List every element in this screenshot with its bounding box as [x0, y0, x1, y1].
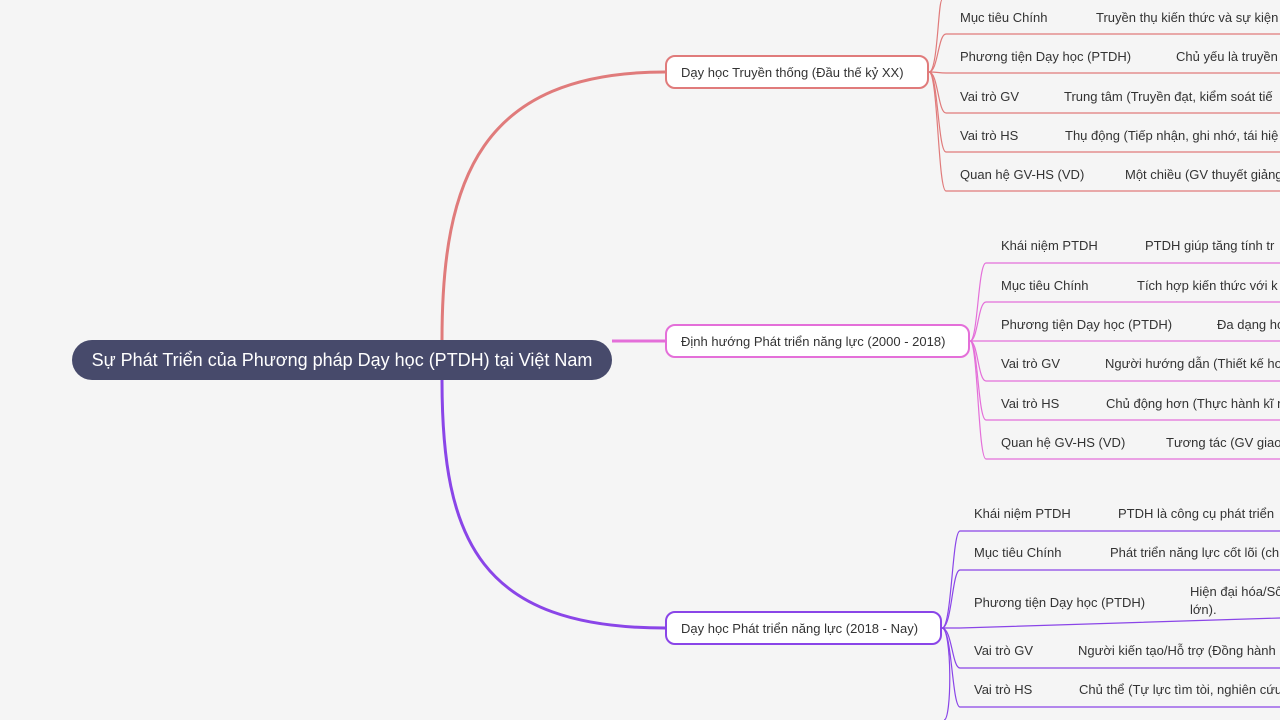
root-topic[interactable]: Sự Phát Triển của Phương pháp Dạy học (P… [72, 340, 612, 380]
branch-label: Dạy học Truyền thống (Đầu thế kỷ XX) [681, 64, 904, 80]
branch-competency-orientation[interactable]: Định hướng Phát triển năng lực (2000 - 2… [665, 324, 970, 358]
branch-label: Định hướng Phát triển năng lực (2000 - 2… [681, 333, 946, 349]
leaf-key[interactable]: Phương tiện Dạy học (PTDH) [1001, 317, 1173, 332]
leaf-value[interactable]: Chủ thể (Tự lực tìm tòi, nghiên cứu [1079, 682, 1280, 697]
leaf-key[interactable]: Quan hệ GV-HS (VD) [1001, 435, 1126, 450]
leaf-value[interactable]: PTDH là công cụ phát triển [1118, 506, 1275, 521]
leaf-value[interactable]: Người hướng dẫn (Thiết kế ho [1105, 356, 1280, 371]
branch-traditional-teaching[interactable]: Dạy học Truyền thống (Đầu thế kỷ XX) [665, 55, 929, 89]
leaf-key[interactable]: Vai trò GV [1001, 356, 1061, 371]
leaf-key[interactable]: Vai trò HS [1001, 396, 1060, 411]
branch-label: Dạy học Phát triển năng lực (2018 - Nay) [681, 620, 919, 636]
leaf-value[interactable]: Chủ động hơn (Thực hành kĩ n [1106, 396, 1280, 411]
branch-competency-development[interactable]: Dạy học Phát triển năng lực (2018 - Nay) [665, 611, 942, 645]
root-title: Sự Phát Triển của Phương pháp Dạy học (P… [91, 349, 593, 370]
leaf-key[interactable]: Vai trò HS [960, 128, 1019, 143]
leaf-value[interactable]: Tích hợp kiến thức với k [1137, 278, 1278, 293]
connector-root-branch3 [440, 379, 666, 630]
leaf-value[interactable]: Một chiều (GV thuyết giảng [1125, 167, 1280, 182]
connector-root-branch1 [440, 70, 666, 341]
leaf-key[interactable]: Phương tiện Dạy học (PTDH) [960, 49, 1132, 64]
leaf-value[interactable]: Trung tâm (Truyền đạt, kiểm soát tiế [1064, 89, 1273, 104]
leaf-key[interactable]: Vai trò GV [974, 643, 1034, 658]
leaf-key[interactable]: Mục tiêu Chính [960, 10, 1048, 25]
leaf-key[interactable]: Vai trò HS [974, 682, 1033, 697]
leaf-value[interactable]: Thụ động (Tiếp nhận, ghi nhớ, tái hiệ [1065, 128, 1279, 143]
leaf-value[interactable]: Truyền thụ kiến thức và sự kiện [1096, 10, 1279, 25]
leaf-value[interactable]: Hiện đại hóa/Số lớn). [1190, 584, 1280, 617]
leaf-key[interactable]: Vai trò GV [960, 89, 1020, 104]
leaf-value[interactable]: PTDH giúp tăng tính tr [1145, 238, 1275, 253]
leaf-value[interactable]: Chủ yếu là truyền [1176, 49, 1278, 64]
leaf-value[interactable]: Người kiến tạo/Hỗ trợ (Đồng hành [1078, 643, 1276, 658]
leaf-key[interactable]: Khái niệm PTDH [974, 506, 1071, 521]
leaf-key[interactable]: Phương tiện Dạy học (PTDH) [974, 595, 1146, 610]
leaf-key[interactable]: Khái niệm PTDH [1001, 238, 1098, 253]
leaf-value[interactable]: Phát triển năng lực cốt lõi (ch [1110, 545, 1280, 560]
leaf-value[interactable]: Đa dạng hó [1217, 317, 1280, 332]
leaf-value[interactable]: Tương tác (GV giao [1166, 435, 1280, 450]
leaf-key[interactable]: Quan hệ GV-HS (VD) [960, 167, 1085, 182]
leaf-key[interactable]: Mục tiêu Chính [974, 545, 1062, 560]
leaf-key[interactable]: Mục tiêu Chính [1001, 278, 1089, 293]
